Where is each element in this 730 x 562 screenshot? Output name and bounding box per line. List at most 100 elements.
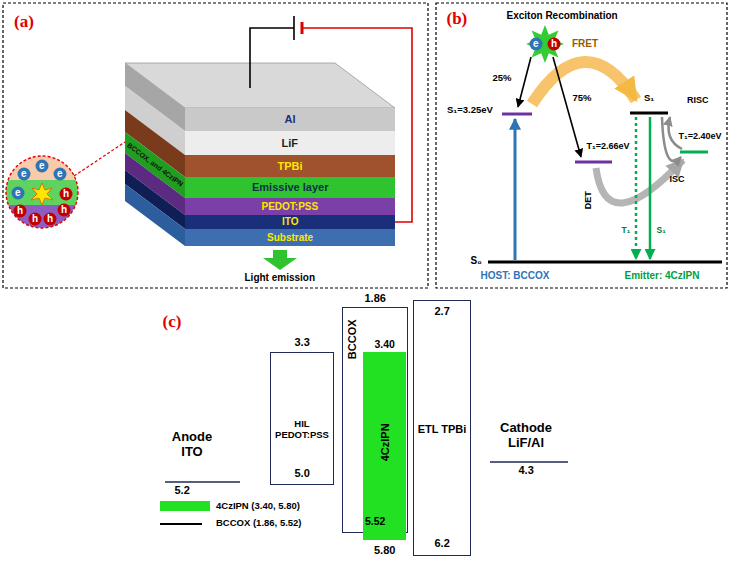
ground-level (488, 261, 722, 264)
carrier-circle (29, 213, 42, 226)
light-arrow (263, 250, 297, 270)
emission-arrow (649, 117, 652, 259)
layer-name: Emissive layer (252, 181, 328, 194)
carrier-circle (36, 160, 49, 173)
layer-name: Al (285, 113, 296, 126)
pedot-layer: PEDOT:PSS (185, 198, 395, 215)
excitation-arrow (514, 119, 517, 260)
process-name: DET (583, 192, 593, 210)
electron-dot: e (529, 37, 543, 51)
carrier-letter: h (551, 38, 557, 50)
layer-side-face (125, 184, 185, 246)
hole-dot: h (43, 212, 57, 226)
panel-border (436, 3, 727, 288)
panel-letter: (b) (447, 9, 468, 29)
layer-name: ETL TPBi (414, 423, 470, 436)
inset-band (0, 205, 90, 235)
layer-name: ITO (282, 216, 298, 228)
zoom-leader (74, 142, 125, 176)
battery-plate (293, 16, 295, 40)
energy-value: 6.2 (435, 537, 450, 550)
anode-level (165, 481, 240, 483)
energy-value: 5.2 (175, 484, 190, 497)
carrier-circle (60, 188, 73, 201)
energy-value: 3.40 (375, 338, 395, 350)
energy-level (630, 112, 668, 115)
emission-arrow (635, 117, 638, 259)
material-name: 4CzIPN (378, 423, 391, 461)
carrier-circle (54, 168, 67, 181)
energy-level (502, 113, 532, 116)
carrier-letter: h (47, 213, 53, 225)
arrow (553, 57, 581, 157)
energy-state: S₁ (657, 226, 666, 236)
energy-state: S₀ (471, 255, 482, 267)
etl-level-box: 2.7ETL TPBi 6.2 (413, 300, 471, 556)
layer-name: TPBi (278, 160, 303, 173)
energy-state: T₁=2.66eV (587, 141, 630, 151)
process-name: FRET (572, 38, 598, 50)
inset-band (0, 150, 90, 180)
legend-swatch (160, 501, 210, 511)
electron-dot: e (17, 167, 31, 181)
emitter-level-bar: 3.404CzIPN5.80 (363, 352, 406, 540)
emissive-layer: Emissive layer (185, 177, 395, 198)
energy-value: 5.80 (374, 544, 395, 557)
legend-line-sample (160, 523, 202, 525)
hole-dot: h (28, 212, 42, 226)
energy-state: T₁=2.40eV (679, 131, 722, 141)
zoom-circle (6, 156, 78, 228)
percentage: 25% (493, 73, 512, 84)
electrode-name: Cathode LiF/Al (496, 421, 556, 451)
panel-border (3, 3, 428, 288)
substrate-layer: Substrate (185, 229, 395, 246)
carrier-letter: h (63, 188, 69, 200)
energy-state: S₁=3.25eV (447, 105, 493, 116)
tpbi-layer: TPBi (185, 155, 395, 177)
energy-value: 5.52 (365, 515, 385, 527)
carrier-circle (530, 38, 543, 51)
hil-level-box: 3.3HIL PEDOT:PSS5.0 (270, 352, 334, 485)
carrier-circle (548, 38, 561, 51)
carrier-letter: h (32, 213, 38, 225)
hole-dot: h (59, 187, 73, 201)
process-name: RISC (687, 95, 709, 105)
hole-dot: h (547, 37, 561, 51)
carrier-circle (12, 187, 25, 200)
carrier-circle (44, 213, 57, 226)
emission-label: Light emission (245, 272, 316, 284)
inset-bands (0, 150, 90, 235)
energy-value: 2.7 (435, 305, 450, 318)
carrier-circle (18, 168, 31, 181)
energy-state: T₁ (622, 226, 631, 236)
carrier-letter: e (39, 160, 45, 172)
recombination-flash (31, 183, 53, 205)
layer-name: PEDOT:PSS (262, 201, 319, 213)
energy-value: 5.0 (295, 467, 310, 480)
percentage: 75% (573, 93, 592, 104)
energy-state: S₁ (644, 93, 654, 104)
panel-letter: (a) (14, 12, 34, 32)
process-name: ISC (670, 174, 685, 184)
energy-level (680, 151, 708, 154)
electron-dot: e (53, 167, 67, 181)
ito-layer: ITO (185, 215, 395, 229)
layer-name: LiF (282, 137, 299, 150)
energy-value: 1.86 (365, 292, 386, 305)
fret-arrow (532, 62, 636, 104)
carrier-letter: h (17, 205, 23, 217)
isc-arrow (662, 117, 681, 161)
electron-dot: e (35, 159, 49, 173)
layer-name: Substrate (267, 232, 313, 244)
electron-dot: e (11, 186, 25, 200)
hole-dot: h (13, 204, 27, 218)
wire (250, 28, 294, 88)
carrier-circle (58, 204, 71, 217)
material-caption: HOST: BCCOX (481, 270, 550, 282)
carrier-letter: e (21, 168, 27, 180)
carrier-letter: h (61, 204, 67, 216)
legend-text: BCCOX (1.86, 5.52) (216, 518, 302, 529)
layer-name: HIL PEDOT:PSS (271, 419, 333, 441)
aluminium-layer: Al (185, 108, 395, 131)
legend: 4CzIPN (3.40, 5.80)BCCOX (1.86, 5.52) (160, 496, 360, 536)
